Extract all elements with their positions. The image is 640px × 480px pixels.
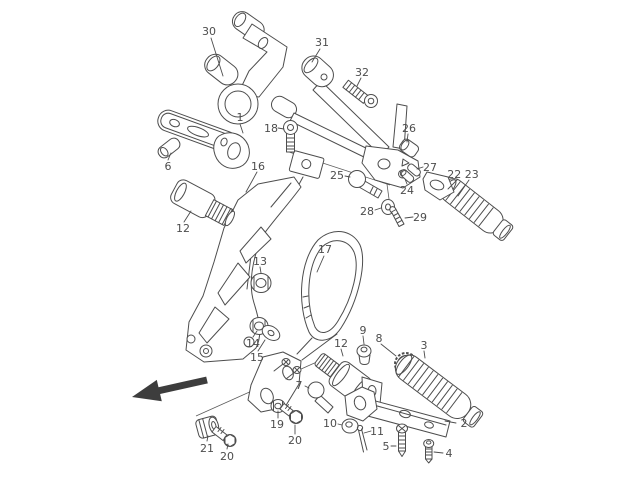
- callout-27: 27: [423, 161, 437, 174]
- callout-24: 24: [400, 184, 414, 197]
- callout-9: 9: [360, 324, 367, 337]
- part-2-footrest-bar-rear: [344, 386, 451, 438]
- part-9-spacer: [356, 344, 372, 365]
- callout-5: 5: [383, 440, 390, 453]
- part-10-washer: [341, 418, 359, 434]
- callout-29: 29: [413, 211, 427, 224]
- part-1-footrest-front: [157, 109, 250, 169]
- callout-19: 19: [270, 418, 284, 431]
- part-6-bolt: [157, 137, 181, 159]
- part-25-bolt: [348, 170, 383, 199]
- callout-13: 13: [253, 255, 267, 268]
- part-17-frame-bracket-rear: [247, 231, 363, 413]
- callout-28: 28: [360, 205, 374, 218]
- part-30-footrest-bracket: [204, 11, 288, 125]
- part-18-bolt: [283, 120, 298, 153]
- callout-20-right: 20: [288, 434, 302, 447]
- part-20-bolt-right: [279, 403, 303, 424]
- part-31-footrest-bar-rear: [270, 55, 421, 189]
- part-15-washer: [261, 325, 281, 341]
- callout-16: 16: [251, 160, 265, 173]
- callout-10: 10: [323, 417, 337, 430]
- callout-20-left: 20: [220, 450, 234, 463]
- callout-12-rear: 12: [334, 337, 348, 350]
- part-22-23-footrest-rear: [422, 171, 514, 241]
- part-20-bolt-left: [211, 426, 237, 447]
- part-4-screw: [423, 439, 435, 464]
- direction-arrow-icon: [132, 376, 208, 402]
- callout-3: 3: [421, 339, 428, 352]
- callout-30: 30: [202, 25, 216, 38]
- callout-21: 21: [200, 442, 214, 455]
- part-26-cap: [398, 138, 420, 158]
- callout-18: 18: [264, 122, 278, 135]
- callout-14: 14: [246, 337, 260, 350]
- callout-25: 25: [330, 169, 344, 182]
- callout-31: 31: [315, 36, 329, 49]
- callout-4: 4: [446, 447, 453, 460]
- callout-8: 8: [376, 332, 383, 345]
- callout-22-23: 22 23: [447, 168, 479, 181]
- callout-1: 1: [237, 111, 244, 124]
- part-27-pin: [401, 158, 421, 177]
- callout-labels: 30 31 32 18 1 6 26 27 22 23 16 25 24 12 …: [165, 25, 479, 463]
- callout-11: 11: [370, 425, 384, 438]
- leader-lines: [167, 37, 470, 454]
- callout-17: 17: [318, 243, 332, 256]
- part-11-cotter-pin: [356, 424, 368, 453]
- part-3-footrest-rubber-rear: [394, 354, 484, 428]
- callout-26: 26: [402, 122, 416, 135]
- callout-6: 6: [165, 160, 172, 173]
- part-13-nut: [250, 273, 272, 293]
- part-12-footrest-pivot-front: [170, 179, 235, 227]
- part-5-screw: [396, 423, 408, 457]
- part-24-pin: [399, 169, 415, 183]
- part-29-screw: [389, 206, 405, 227]
- callout-2: 2: [461, 417, 468, 430]
- callout-12-front: 12: [176, 222, 190, 235]
- part-32-bolt: [342, 79, 378, 108]
- callout-32: 32: [355, 66, 369, 79]
- part-16-frame-bracket-front: [185, 150, 325, 363]
- callout-7: 7: [296, 379, 303, 392]
- part-7-clevis-pin: [307, 381, 334, 414]
- callout-15: 15: [250, 351, 264, 364]
